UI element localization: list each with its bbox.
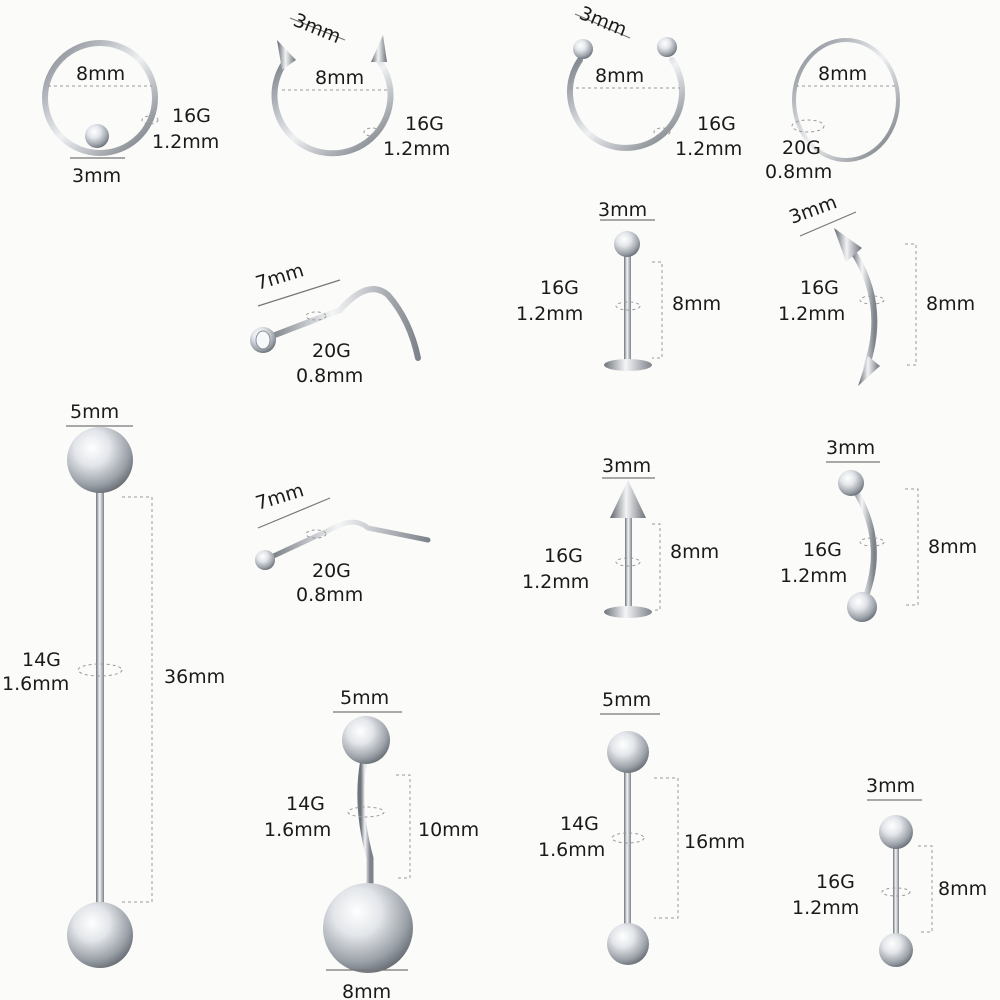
labret-spike-length: 8mm	[670, 541, 719, 563]
horseshoe-spike-ring: 3mm 8mm 16G 1.2mm	[271, 9, 450, 160]
nose-l-bend-gauge: 20G	[312, 560, 351, 582]
tongue-barbell-length: 16mm	[684, 831, 745, 853]
tongue-barbell-gauge-mm: 1.6mm	[538, 839, 605, 861]
seamless-hoop: 8mm 20G 0.8mm	[765, 38, 900, 183]
labret-ball-gauge-mm: 1.2mm	[516, 303, 583, 325]
nose-screw-gauge: 20G	[312, 340, 351, 362]
labret-spike-top: 3mm	[602, 455, 651, 477]
belly-ring-length: 10mm	[418, 819, 479, 841]
nose-screw-length: 7mm	[253, 259, 306, 294]
industrial-barbell: 5mm 14G 1.6mm 36mm	[2, 401, 225, 968]
industrial-barbell-gauge-mm: 1.6mm	[2, 673, 69, 695]
labret-spike-gauge: 16G	[544, 545, 583, 567]
industrial-barbell-length: 36mm	[164, 666, 225, 688]
small-barbell-gauge: 16G	[816, 871, 855, 893]
horseshoe-spike-ring-top: 3mm	[290, 9, 344, 48]
curved-ball-barbell-gauge-mm: 1.2mm	[780, 565, 847, 587]
labret-ball-length: 8mm	[672, 293, 721, 315]
industrial-barbell-top: 5mm	[70, 401, 119, 423]
curved-spike-barbell-length: 8mm	[926, 293, 975, 315]
captive-bead-ring-gauge: 16G	[172, 105, 211, 127]
horseshoe-ball-ring-gauge: 16G	[697, 113, 736, 135]
horseshoe-spike-ring-gauge-mm: 1.2mm	[383, 138, 450, 160]
small-barbell-length: 8mm	[938, 878, 987, 900]
nose-l-bend-length: 7mm	[253, 479, 306, 514]
labret-ball: 3mm 16G 1.2mm 8mm	[516, 199, 721, 371]
captive-bead-ring-bead: 3mm	[72, 165, 121, 187]
tongue-barbell-top: 5mm	[602, 689, 651, 711]
tongue-barbell-gauge: 14G	[560, 813, 599, 835]
small-barbell: 3mm 16G 1.2mm 8mm	[792, 775, 987, 967]
curved-spike-barbell-gauge: 16G	[800, 277, 839, 299]
labret-ball-gauge: 16G	[540, 277, 579, 299]
curved-spike-barbell-gauge-mm: 1.2mm	[778, 303, 845, 325]
curved-spike-barbell: 3mm 16G 1.2mm 8mm	[778, 191, 975, 386]
industrial-barbell-gauge: 14G	[22, 649, 61, 671]
belly-ring-gauge-mm: 1.6mm	[264, 819, 331, 841]
curved-spike-barbell-top: 3mm	[786, 191, 840, 228]
small-barbell-top: 3mm	[866, 775, 915, 797]
curved-ball-barbell-gauge: 16G	[803, 539, 842, 561]
horseshoe-spike-ring-gauge: 16G	[405, 113, 444, 135]
captive-bead-ring: 8mm 16G 1.2mm 3mm	[42, 40, 219, 187]
seamless-hoop-gauge-mm: 0.8mm	[765, 161, 832, 183]
labret-spike: 3mm 16G 1.2mm 8mm	[522, 455, 719, 618]
labret-spike-gauge-mm: 1.2mm	[522, 571, 589, 593]
belly-ring-gauge: 14G	[286, 793, 325, 815]
horseshoe-ball-ring-top: 3mm	[576, 2, 630, 41]
captive-bead-ring-diameter: 8mm	[76, 63, 125, 85]
nose-screw: 7mm 20G 0.8mm	[250, 259, 421, 387]
tongue-barbell: 5mm 14G 1.6mm 16mm	[538, 689, 745, 965]
nose-l-bend: 7mm 20G 0.8mm	[253, 479, 431, 606]
horseshoe-ball-ring: 3mm 8mm 16G 1.2mm	[567, 2, 742, 160]
curved-ball-barbell-top: 3mm	[826, 437, 875, 459]
horseshoe-spike-ring-diameter: 8mm	[315, 67, 364, 89]
captive-bead-ring-gauge-mm: 1.2mm	[152, 131, 219, 153]
seamless-hoop-gauge: 20G	[782, 137, 821, 159]
belly-ring: 5mm 14G 1.6mm 10mm 8mm	[264, 687, 479, 1000]
belly-ring-top: 5mm	[340, 687, 389, 709]
curved-ball-barbell: 3mm 16G 1.2mm 8mm	[780, 437, 977, 622]
horseshoe-ball-ring-gauge-mm: 1.2mm	[675, 138, 742, 160]
belly-ring-bottom: 8mm	[342, 981, 391, 1000]
nose-screw-gauge-mm: 0.8mm	[296, 365, 363, 387]
horseshoe-ball-ring-diameter: 8mm	[595, 65, 644, 87]
curved-ball-barbell-length: 8mm	[928, 536, 977, 558]
labret-ball-top: 3mm	[598, 199, 647, 221]
nose-l-bend-gauge-mm: 0.8mm	[296, 584, 363, 606]
small-barbell-gauge-mm: 1.2mm	[792, 897, 859, 919]
seamless-hoop-diameter: 8mm	[818, 63, 867, 85]
